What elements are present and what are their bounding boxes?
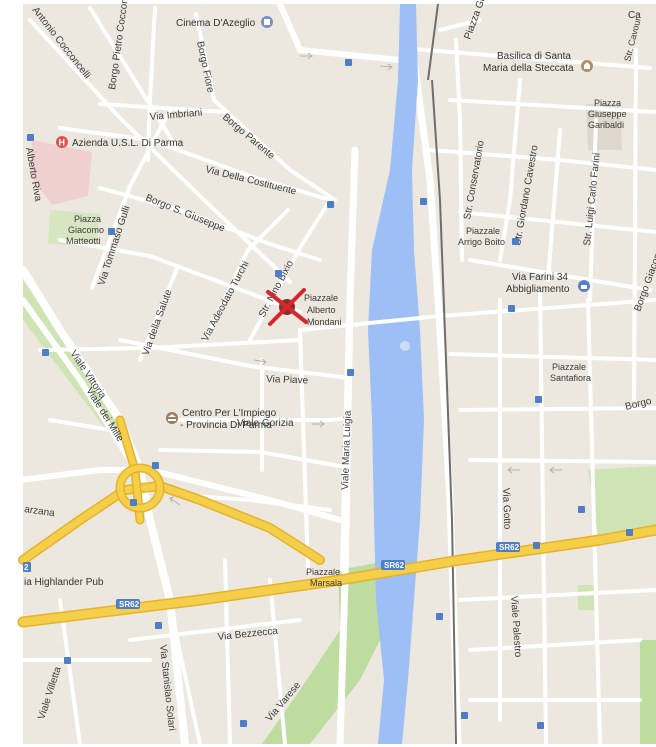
svg-text:2: 2 bbox=[24, 563, 29, 572]
bus-stop-icon bbox=[27, 134, 34, 141]
bus-stop-icon bbox=[42, 349, 49, 356]
road-shield-sr62-edge: 2 bbox=[23, 562, 31, 572]
street-label-via-imbriani: Via Imbriani bbox=[149, 107, 202, 123]
poi-cinema-dazeglio[interactable]: Cinema D'Azeglio bbox=[176, 16, 273, 29]
one-way-arrows bbox=[169, 52, 562, 506]
street-label-viale-gorizia: Viale Gorizia bbox=[237, 418, 294, 429]
bus-stop-icon bbox=[420, 198, 427, 205]
street-label-viale-maria-luigia: Viale Maria Luigia bbox=[340, 410, 354, 490]
park-area bbox=[23, 280, 120, 435]
hospital-area bbox=[30, 140, 92, 205]
road-shield-sr62-left: SR62 bbox=[116, 599, 140, 609]
road-shield-sr62-right: SR62 bbox=[496, 542, 520, 552]
place-label-piazzale-santafiora: Piazzale Santafiora bbox=[550, 362, 591, 383]
park-area bbox=[588, 466, 656, 536]
place-label-piazzale-marsala: Piazzale Marsala bbox=[306, 567, 343, 588]
bus-stop-icon bbox=[108, 228, 115, 235]
bus-stop-icon bbox=[512, 238, 519, 245]
bus-stop-icon bbox=[533, 542, 540, 549]
poi-azienda-usl[interactable]: H Azienda U.S.L. Di Parma bbox=[56, 136, 184, 149]
place-label-piazza-giacomo-matteotti: Piazza Giacomo Matteotti bbox=[66, 214, 107, 246]
park-area bbox=[48, 210, 100, 246]
railway-line bbox=[427, 3, 439, 81]
bus-stop-icon bbox=[130, 499, 137, 506]
poi-label-basilica-steccata: Basilica di Santa Maria della Steccata bbox=[483, 51, 574, 74]
bus-stop-icon bbox=[327, 201, 334, 208]
poi-label-via-farini-34: Via Farini 34 Abbigliamento bbox=[506, 272, 571, 295]
railway-line bbox=[431, 79, 457, 745]
bus-stop-icon bbox=[436, 613, 443, 620]
location-marker[interactable] bbox=[266, 288, 308, 326]
poi-label-centro-impiego: Centro Per L'Impiego - Provincia Di Parm… bbox=[180, 408, 279, 431]
street-label-via-gotto: Via Gotto bbox=[500, 488, 512, 530]
bus-stop-icon bbox=[240, 720, 247, 727]
place-label-piazzale-alberto-mondani: Piazzale Alberto Mondani bbox=[304, 293, 342, 327]
street-label-viale-palestro: Viale Palestro bbox=[508, 595, 523, 658]
place-label-piazzale-arrigo-boito: Piazzale Arrigo Boito bbox=[458, 226, 505, 247]
bus-stop-icon bbox=[347, 369, 354, 376]
government-building-icon bbox=[166, 412, 178, 424]
bus-stops[interactable] bbox=[27, 59, 633, 729]
poi-label-cinema-dazeglio: Cinema D'Azeglio bbox=[176, 18, 256, 29]
bus-stop-icon bbox=[155, 622, 162, 629]
bus-stop-icon bbox=[461, 712, 468, 719]
svg-text:SR62: SR62 bbox=[384, 561, 405, 570]
bus-stop-icon bbox=[537, 722, 544, 729]
bus-stop-icon bbox=[275, 270, 282, 277]
hospital-icon: H bbox=[56, 136, 68, 148]
poi-label-azienda-usl: Azienda U.S.L. Di Parma bbox=[72, 138, 184, 149]
park-area bbox=[262, 560, 392, 744]
bus-stop-icon bbox=[508, 305, 515, 312]
bus-stop-icon bbox=[535, 396, 542, 403]
svg-text:SR62: SR62 bbox=[499, 543, 520, 552]
poi-basilica-steccata[interactable]: Basilica di Santa Maria della Steccata bbox=[483, 51, 593, 74]
poi-via-farini-34[interactable]: Via Farini 34 Abbigliamento bbox=[506, 272, 590, 295]
svg-text:SR62: SR62 bbox=[119, 600, 140, 609]
bridge-road bbox=[299, 314, 441, 332]
poi-label-edge-ca: Ca bbox=[628, 10, 641, 21]
bus-stop-icon bbox=[345, 59, 352, 66]
svg-text:H: H bbox=[59, 138, 66, 148]
bus-stop-icon bbox=[578, 506, 585, 513]
river-islet bbox=[400, 341, 410, 351]
bus-stop-icon bbox=[64, 657, 71, 664]
poi-label-highlander-pub[interactable]: ia Highlander Pub bbox=[24, 577, 104, 588]
bus-stop-icon bbox=[626, 529, 633, 536]
church-icon bbox=[581, 60, 593, 72]
cinema-icon bbox=[261, 16, 273, 28]
shopping-bag-icon bbox=[578, 280, 590, 292]
street-label-via-piave: Via Piave bbox=[266, 374, 309, 386]
poi-centro-impiego[interactable]: Centro Per L'Impiego - Provincia Di Parm… bbox=[166, 408, 279, 431]
bus-stop-icon bbox=[152, 462, 159, 469]
place-labels: Piazzale Alberto Mondani Piazza Giacomo … bbox=[66, 98, 629, 588]
torrente-parma-river bbox=[368, 4, 424, 744]
road-shield-sr62-center: SR62 bbox=[381, 560, 405, 570]
park-area bbox=[640, 640, 656, 744]
street-label-arzana: arzana bbox=[24, 504, 56, 519]
place-label-piazza-giuseppe-garibaldi: Piazza Giuseppe Garibaldi bbox=[588, 98, 629, 130]
x-marker-icon bbox=[266, 288, 308, 326]
